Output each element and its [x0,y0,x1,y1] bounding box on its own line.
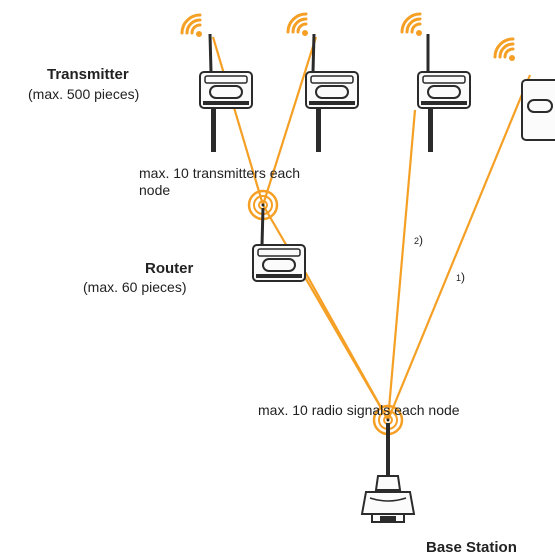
link-transmitter4-base [386,74,532,421]
footnote-2-paren: ) [419,233,424,247]
connection-lines [211,36,532,421]
footnote-1-number: 1 [456,273,462,283]
wifi-icon [400,12,424,38]
link-router-device-base [289,244,389,421]
wifi-icon [493,37,517,63]
transmitters-per-node-line1: max. 10 transmitters each [139,165,301,181]
transmitter-device-icon [305,71,359,109]
base-station [360,404,416,523]
transmitter-device-icon [417,71,471,109]
link-transmitter3-base [386,109,417,421]
transmitter-1 [180,13,253,152]
wifi-icon [180,13,204,39]
base-station-label: Base Station [426,539,517,556]
transmitter-4 [493,37,555,141]
transmitter-subtitle: (max. 500 pieces) [28,86,140,102]
footnote-2-marker: 2) [414,233,423,247]
footnote-2-number: 2 [414,236,420,246]
transmitters-per-node-line2: node [139,182,171,198]
router-node [247,189,306,282]
link-transmitter1-router [211,36,265,206]
footnote-1-paren: ) [461,270,466,284]
transmitter-title: Transmitter [47,66,129,83]
wifi-icon [286,12,310,38]
base-station-icon [360,475,416,523]
link-transmitter2-router [261,36,318,206]
transmitter-3 [400,12,471,152]
router-title: Router [145,260,194,277]
transmitter-2 [286,12,359,152]
footnote-1-marker: 1) [456,270,465,284]
router-device-icon [252,244,306,282]
radio-signals-label: max. 10 radio signals each node [258,402,460,418]
router-subtitle: (max. 60 pieces) [83,279,187,295]
transmitter-device-icon [199,71,253,109]
